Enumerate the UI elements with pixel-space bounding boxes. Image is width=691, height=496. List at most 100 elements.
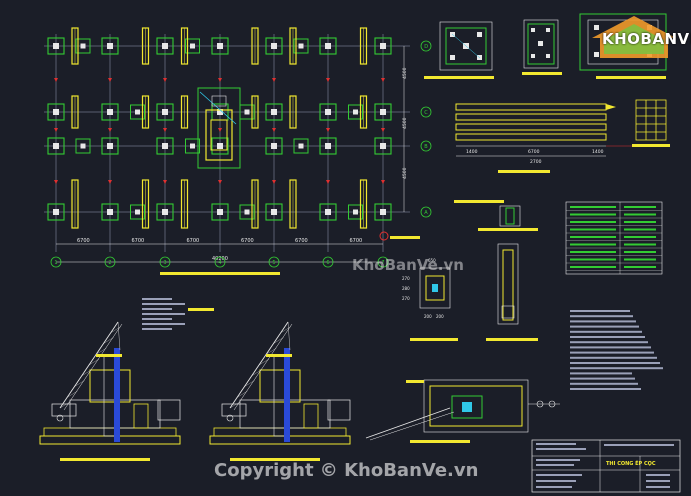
pile-cap: [319, 37, 337, 55]
span-dimension: 6700: [295, 238, 308, 244]
counterweight: [327, 399, 351, 421]
pile-cap-core: [162, 143, 168, 149]
boom-lacing: [280, 326, 291, 333]
note-line: [570, 356, 657, 359]
pile-cap: [75, 38, 91, 54]
pile-cap: [265, 203, 283, 221]
pile-cap-core: [217, 209, 223, 215]
pile-cap-core: [162, 43, 168, 49]
direction-arrow-icon: [326, 128, 330, 132]
pile-cap-outline: [265, 103, 283, 121]
pile-cap-core: [325, 209, 331, 215]
pile-cap-outline: [75, 138, 91, 154]
note-line: [142, 323, 185, 325]
pile-dim-2: 6700: [528, 149, 540, 155]
pile-cap-core: [325, 109, 331, 115]
press-tower: [89, 369, 131, 403]
grid-number: 5: [272, 260, 275, 266]
pile-driving-elevations: [39, 321, 351, 461]
pile-cap-core: [53, 109, 59, 115]
grid-bubble: [104, 256, 116, 268]
section-dim-top: 650: [428, 258, 436, 263]
grid-bubble: [420, 140, 432, 152]
direction-arrow-icon: [108, 78, 112, 82]
total-length-dimension: 40200: [212, 256, 228, 262]
pile-cap-core: [217, 43, 223, 49]
pile-cap-outline: [211, 137, 229, 155]
pile-cap-outline: [156, 203, 174, 221]
pile-cap: [374, 137, 392, 155]
watermark-copyright: Copyright © KhoBanVe.vn: [214, 460, 479, 481]
pile-cap: [293, 38, 309, 54]
pile-cap-core: [53, 143, 59, 149]
pile-cap: [47, 203, 65, 221]
pile-cap-outline: [348, 204, 363, 220]
pile-cap-outline: [211, 203, 229, 221]
section-dim-side-2: 280: [402, 286, 410, 291]
title-block: THI CONG ÉP CỌC: [531, 439, 681, 493]
direction-arrow-icon: [272, 180, 276, 184]
section-dim-side-1: 270: [402, 276, 410, 281]
notes-row-value: [624, 243, 656, 246]
pile-cap-outline: [101, 137, 119, 155]
boom-lacing: [74, 380, 85, 387]
notes-table: [565, 201, 663, 275]
logo-text: KHOBANVE: [602, 30, 691, 48]
boom-lacing: [266, 348, 277, 355]
pile-cap-core: [53, 43, 59, 49]
note-line: [570, 346, 651, 349]
pile-cap-core: [298, 43, 304, 49]
pile-cap: [265, 137, 283, 155]
pile-dim-total: 2700: [530, 159, 542, 165]
pile-cap: [101, 203, 119, 221]
counterweight-block: [43, 427, 177, 437]
pile-cap-core: [244, 209, 250, 215]
notes-row-value: [624, 266, 656, 268]
boom-lacing: [103, 337, 114, 344]
notes-row-text: [570, 206, 616, 208]
note-line: [570, 388, 641, 390]
grid-bubble: [420, 40, 432, 52]
ground-beam: [209, 435, 351, 445]
pile-cap-outline: [348, 104, 363, 120]
grid-number: 2: [108, 260, 111, 266]
drawing-title: THI CONG ÉP CỌC: [606, 459, 656, 467]
span-dimension: 6700: [241, 238, 254, 244]
pile-driving-machine-plan: [197, 87, 241, 169]
plan-title-bar: [160, 272, 280, 275]
boom-lacing: [258, 358, 270, 366]
pile-cap-outline: [185, 138, 200, 154]
note-line: [570, 315, 633, 318]
pile-cap: [374, 203, 392, 221]
elevation-title-bar: [60, 458, 150, 461]
note-line: [142, 308, 172, 310]
direction-arrow-icon: [108, 180, 112, 184]
notes-row-text: [570, 221, 616, 223]
pile-cap-outline: [239, 204, 255, 220]
wheel-icon: [226, 414, 234, 422]
pile-cap-outline: [156, 137, 174, 155]
pile-cap: [47, 37, 65, 55]
direction-arrow-icon: [218, 78, 222, 82]
pile-cap-outline: [185, 38, 200, 54]
pile-cap-core: [271, 143, 277, 149]
direction-arrow-icon: [54, 78, 58, 82]
pile-cap-core: [271, 109, 277, 115]
direction-arrow-icon: [54, 128, 58, 132]
pile-cap: [265, 37, 283, 55]
boom-lacing: [88, 358, 100, 366]
pile-segment-detail: 1400 6700 1400 2700: [455, 99, 670, 173]
note-line: [570, 320, 636, 323]
house-icon: [592, 16, 676, 58]
pile-cap: [239, 204, 255, 220]
pile-cap-outline: [319, 37, 337, 55]
pile-cap-core: [162, 209, 168, 215]
pile-cap-core: [53, 209, 59, 215]
pile-cap-core: [135, 109, 140, 115]
notes-row-text: [570, 228, 616, 231]
pile-being-driven: [114, 348, 120, 442]
pile-cap: [47, 103, 65, 121]
pile-cap: [211, 137, 229, 155]
grid-letter: C: [424, 110, 428, 116]
counterweight-block: [213, 427, 347, 437]
